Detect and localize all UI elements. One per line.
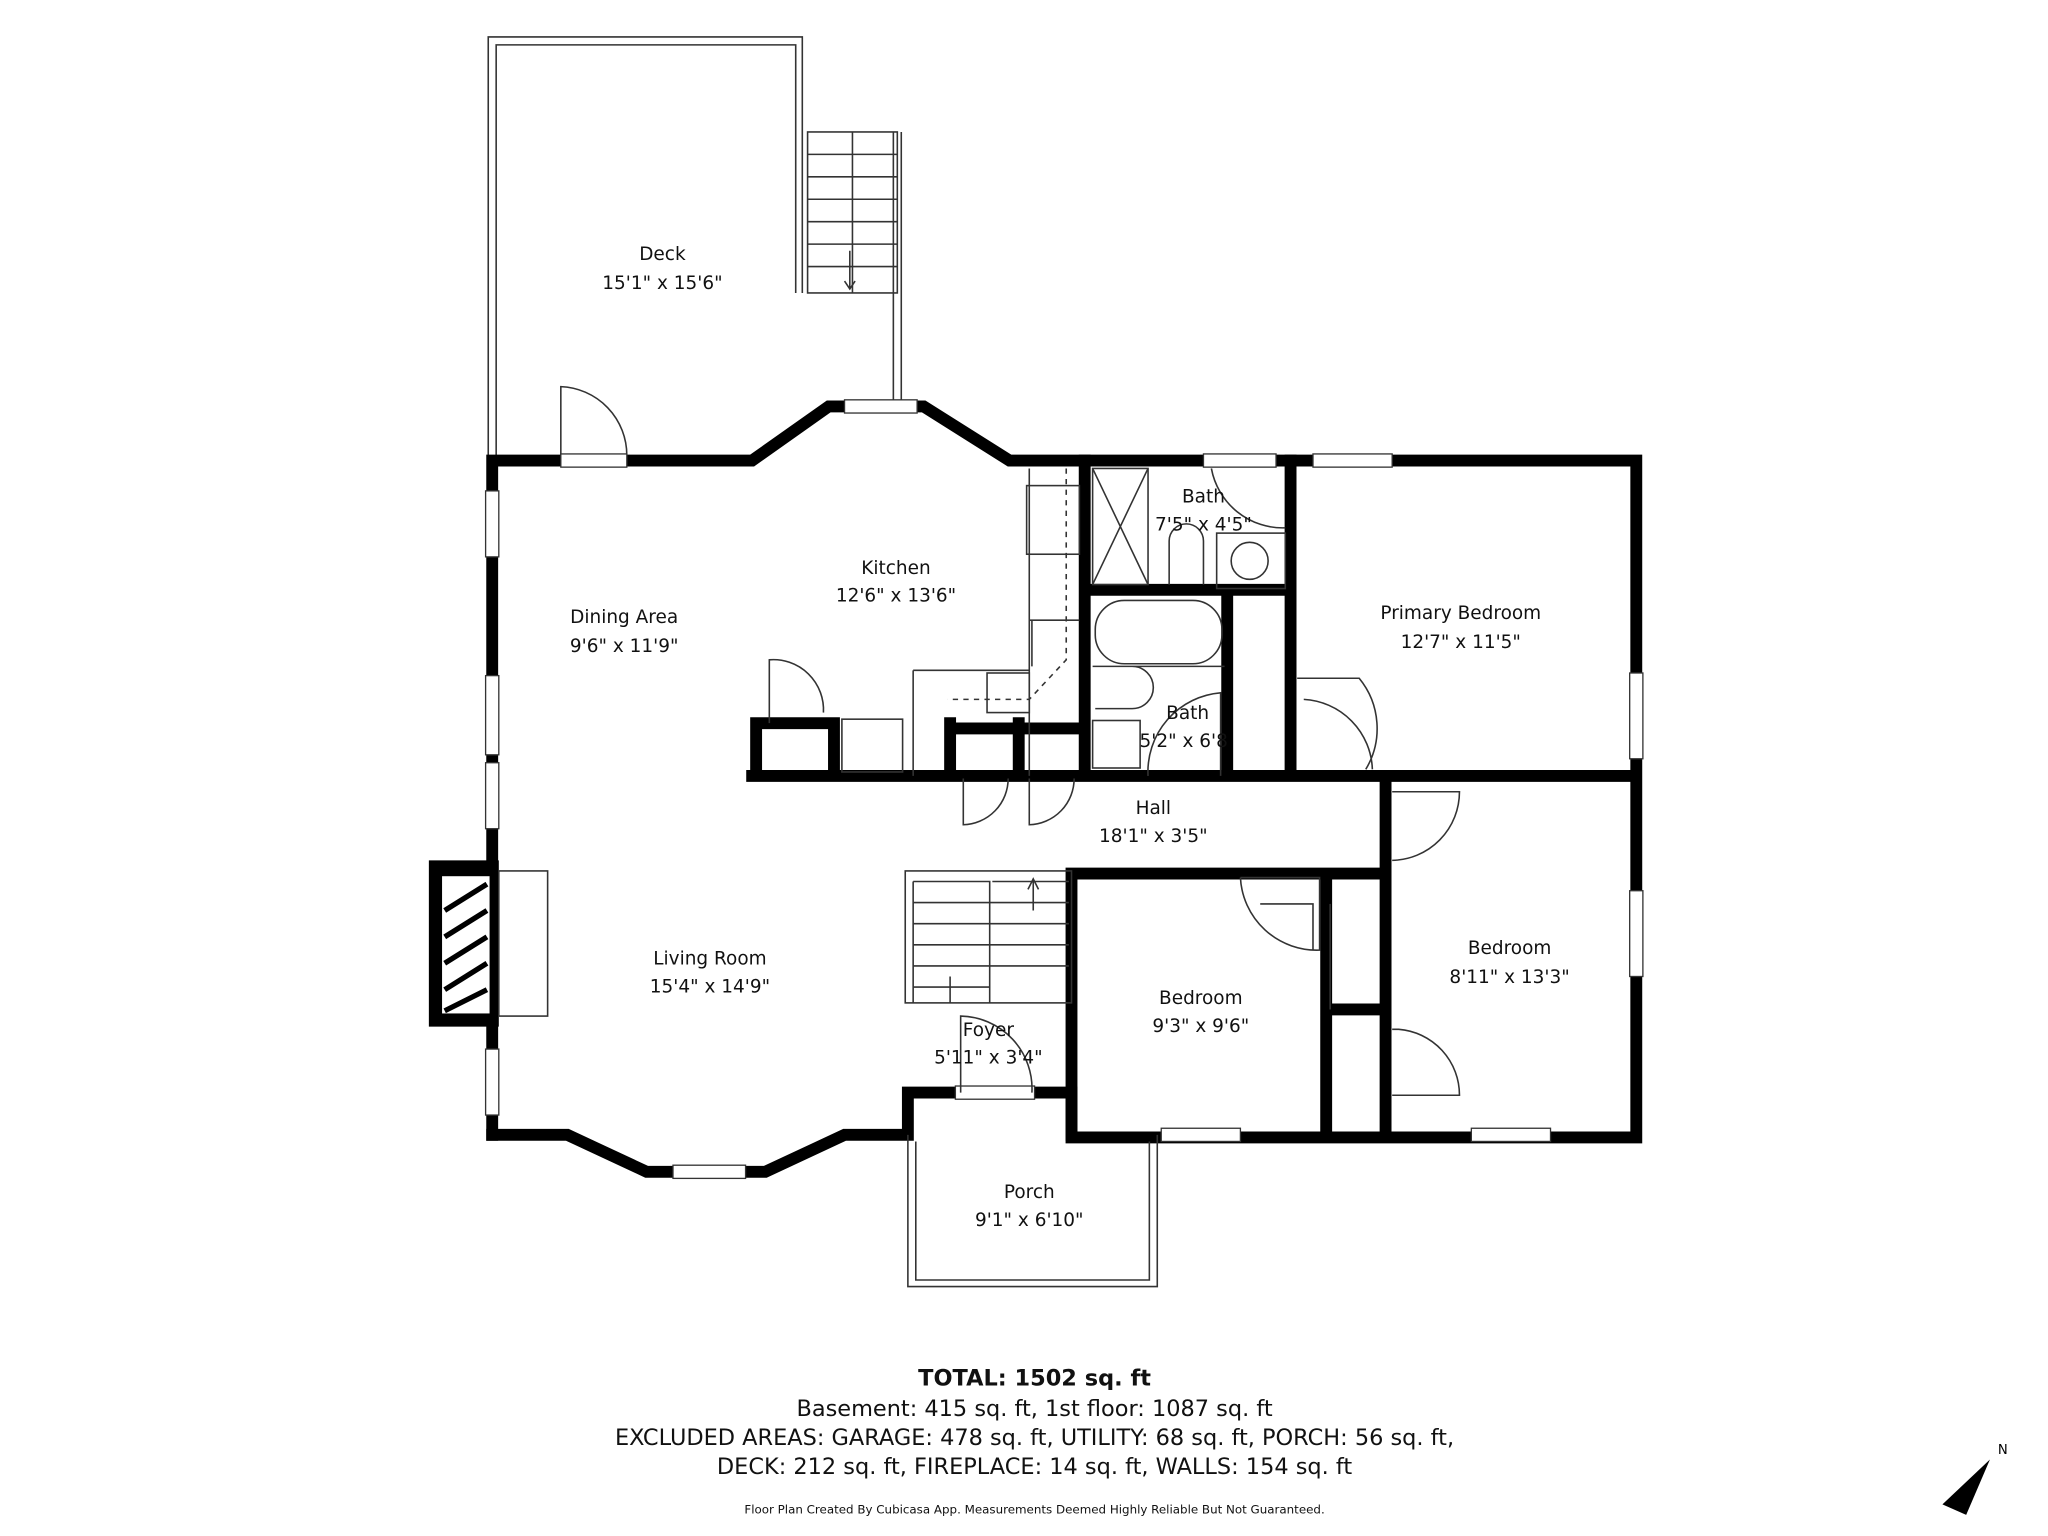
stove-icon	[1025, 484, 1081, 556]
excluded-areas-2: DECK: 212 sq. ft, FIREPLACE: 14 sq. ft, …	[717, 1454, 1352, 1480]
room-name-living: Living Room	[653, 949, 766, 970]
room-dims-hall: 18'1" x 3'5"	[1099, 826, 1208, 847]
foyer-door[interactable]	[959, 1015, 1033, 1093]
bath-fixtures	[1091, 467, 1287, 776]
sink-icon	[986, 672, 1031, 714]
deck-stairs	[806, 131, 899, 294]
room-name-bedroom-3: Bedroom	[1468, 938, 1552, 959]
doors	[962, 677, 1461, 1097]
room-name-foyer: Foyer	[963, 1020, 1015, 1041]
room-name-bath-1: Bath	[1182, 487, 1225, 508]
kitchen-fixtures	[768, 468, 1081, 776]
walls	[486, 400, 1643, 1178]
room-name-deck: Deck	[639, 244, 686, 265]
foyer-stairs	[904, 870, 1073, 1004]
room-name-kitchen: Kitchen	[861, 558, 930, 579]
area-summary: TOTAL: 1502 sq. ft Basement: 415 sq. ft,…	[615, 1366, 1454, 1517]
north-label: N	[1998, 1443, 2008, 1458]
room-name-bedroom-2: Bedroom	[1159, 988, 1243, 1009]
north-arrow-icon: N	[1942, 1443, 2008, 1515]
disclaimer: Floor Plan Created By Cubicasa App. Meas…	[744, 1503, 1324, 1517]
room-name-dining: Dining Area	[570, 607, 678, 628]
room-dims-bedroom-3: 8'11" x 13'3"	[1449, 967, 1569, 988]
room-dims-kitchen: 12'6" x 13'6"	[836, 586, 956, 607]
room-dims-primary-bedroom: 12'7" x 11'5"	[1401, 632, 1521, 653]
fireplace	[428, 860, 549, 1027]
room-dims-bedroom-2: 9'3" x 9'6"	[1152, 1016, 1249, 1037]
room-name-porch: Porch	[1004, 1182, 1055, 1203]
room-dims-bath-2: 5'2" x 6'8	[1140, 731, 1228, 752]
room-dims-living: 15'4" x 14'9"	[650, 976, 770, 997]
room-name-bath-2: Bath	[1166, 703, 1209, 724]
room-name-hall: Hall	[1136, 798, 1171, 819]
total-area: TOTAL: 1502 sq. ft	[918, 1366, 1151, 1392]
room-name-primary-bedroom: Primary Bedroom	[1380, 603, 1541, 624]
excluded-areas-1: EXCLUDED AREAS: GARAGE: 478 sq. ft, UTIL…	[615, 1425, 1454, 1451]
porch-outline	[907, 1134, 1159, 1288]
room-dims-foyer: 5'11" x 3'4"	[934, 1048, 1043, 1069]
windows	[484, 399, 1644, 1180]
room-dims-porch: 9'1" x 6'10"	[975, 1210, 1084, 1231]
room-dims-dining: 9'6" x 11'9"	[570, 636, 679, 657]
room-dims-bath-1: 7'5" x 4'5"	[1155, 514, 1252, 535]
floor-areas: Basement: 415 sq. ft, 1st floor: 1087 sq…	[796, 1396, 1272, 1422]
deck-outline	[487, 36, 903, 461]
deck-door[interactable]	[560, 385, 628, 461]
room-dims-deck: 15'1" x 15'6"	[602, 273, 722, 294]
room-labels: Deck 15'1" x 15'6" Kitchen 12'6" x 13'6"…	[570, 244, 1570, 1231]
